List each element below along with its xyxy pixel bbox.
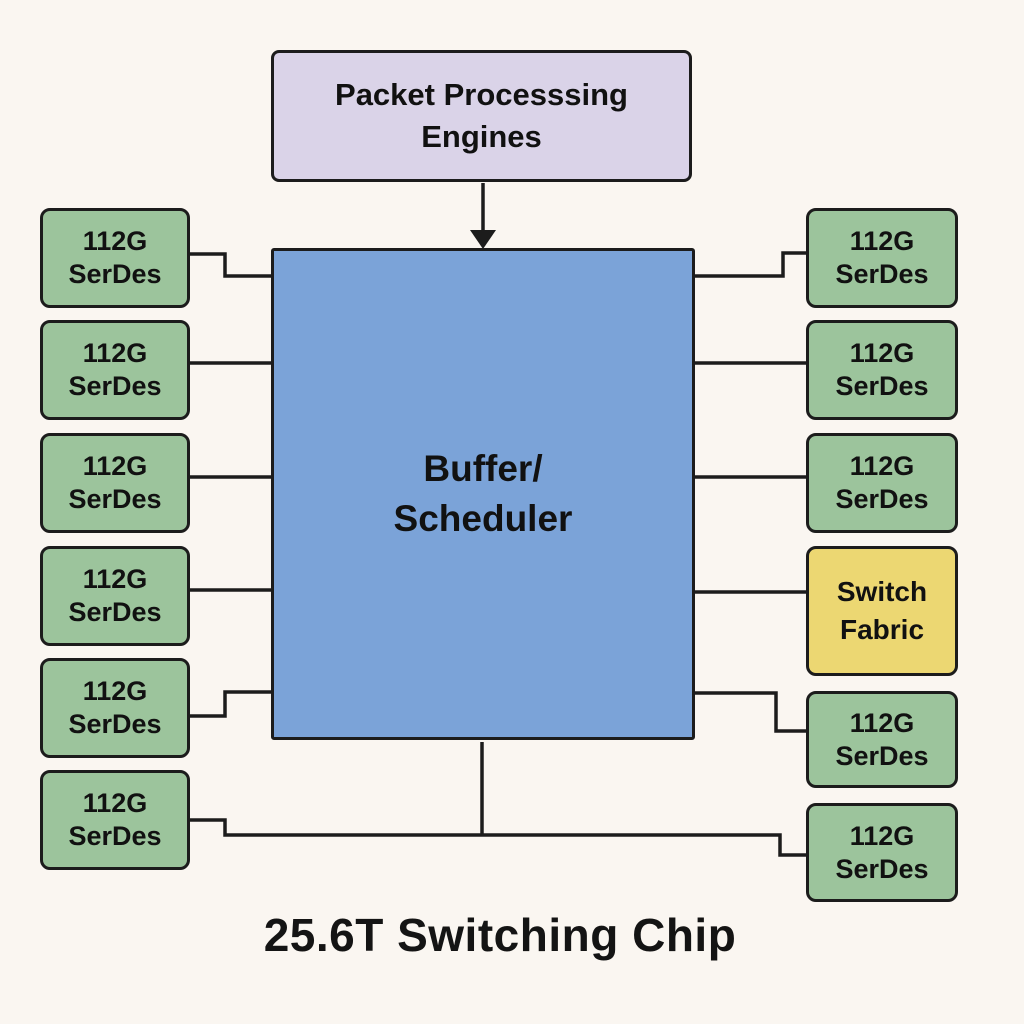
buffer-scheduler-label-line2: Scheduler (393, 498, 573, 539)
switch-fabric-label-line1: Switch (836, 576, 928, 608)
serdes-label: SerDes (835, 853, 929, 884)
serdes-label: SerDes (835, 484, 929, 514)
serdes-label: 112G (849, 226, 915, 257)
diagram-title: 25.6T Switching Chip (263, 909, 737, 961)
serdes-label: 112G (849, 338, 915, 369)
connector-left-5 (190, 690, 273, 718)
serdes-box-left-6: 112G SerDes (40, 770, 190, 870)
serdes-label: 112G (82, 338, 148, 369)
serdes-label: SerDes (68, 709, 162, 739)
packet-engines-label-line2: Engines (421, 119, 542, 154)
connector-right-5 (694, 691, 808, 733)
serdes-box-left-1: 112G SerDes (40, 208, 190, 308)
connector-bottom (190, 818, 808, 857)
connector-left-1 (190, 252, 273, 278)
serdes-box-right-5: 112G SerDes (806, 691, 958, 788)
serdes-label: 112G (82, 788, 148, 819)
serdes-label: SerDes (68, 484, 162, 514)
serdes-label: SerDes (68, 371, 162, 401)
packet-engines-label-line1: Packet Processsing (335, 77, 628, 113)
switch-fabric-box: Switch Fabric (806, 546, 958, 676)
serdes-box-left-4: 112G SerDes (40, 546, 190, 646)
down-arrow-icon (470, 230, 496, 249)
serdes-box-right-6: 112G SerDes (806, 803, 958, 902)
serdes-box-left-3: 112G SerDes (40, 433, 190, 533)
serdes-label: 112G (849, 707, 915, 738)
switch-fabric-label-line2: Fabric (839, 614, 925, 645)
buffer-scheduler-label-line1: Buffer/ (423, 448, 543, 490)
serdes-label: SerDes (835, 259, 929, 289)
serdes-box-left-5: 112G SerDes (40, 658, 190, 758)
serdes-box-right-2: 112G SerDes (806, 320, 958, 420)
serdes-label: SerDes (68, 821, 162, 851)
serdes-box-left-2: 112G SerDes (40, 320, 190, 420)
serdes-label: SerDes (835, 371, 929, 401)
buffer-scheduler-box: Buffer/ Scheduler (271, 248, 695, 740)
serdes-label: 112G (849, 451, 915, 482)
serdes-box-right-1: 112G SerDes (806, 208, 958, 308)
connector-right-1 (694, 251, 808, 278)
serdes-label: 112G (82, 226, 148, 257)
serdes-box-right-3: 112G SerDes (806, 433, 958, 533)
serdes-label: 112G (849, 820, 915, 851)
serdes-label: SerDes (68, 597, 162, 627)
serdes-label: 112G (82, 451, 148, 482)
serdes-label: SerDes (835, 740, 929, 771)
serdes-label: 112G (82, 564, 148, 595)
serdes-label: 112G (82, 676, 148, 707)
packet-engines-box: Packet Processsing Engines (271, 50, 692, 182)
serdes-label: SerDes (68, 259, 162, 289)
